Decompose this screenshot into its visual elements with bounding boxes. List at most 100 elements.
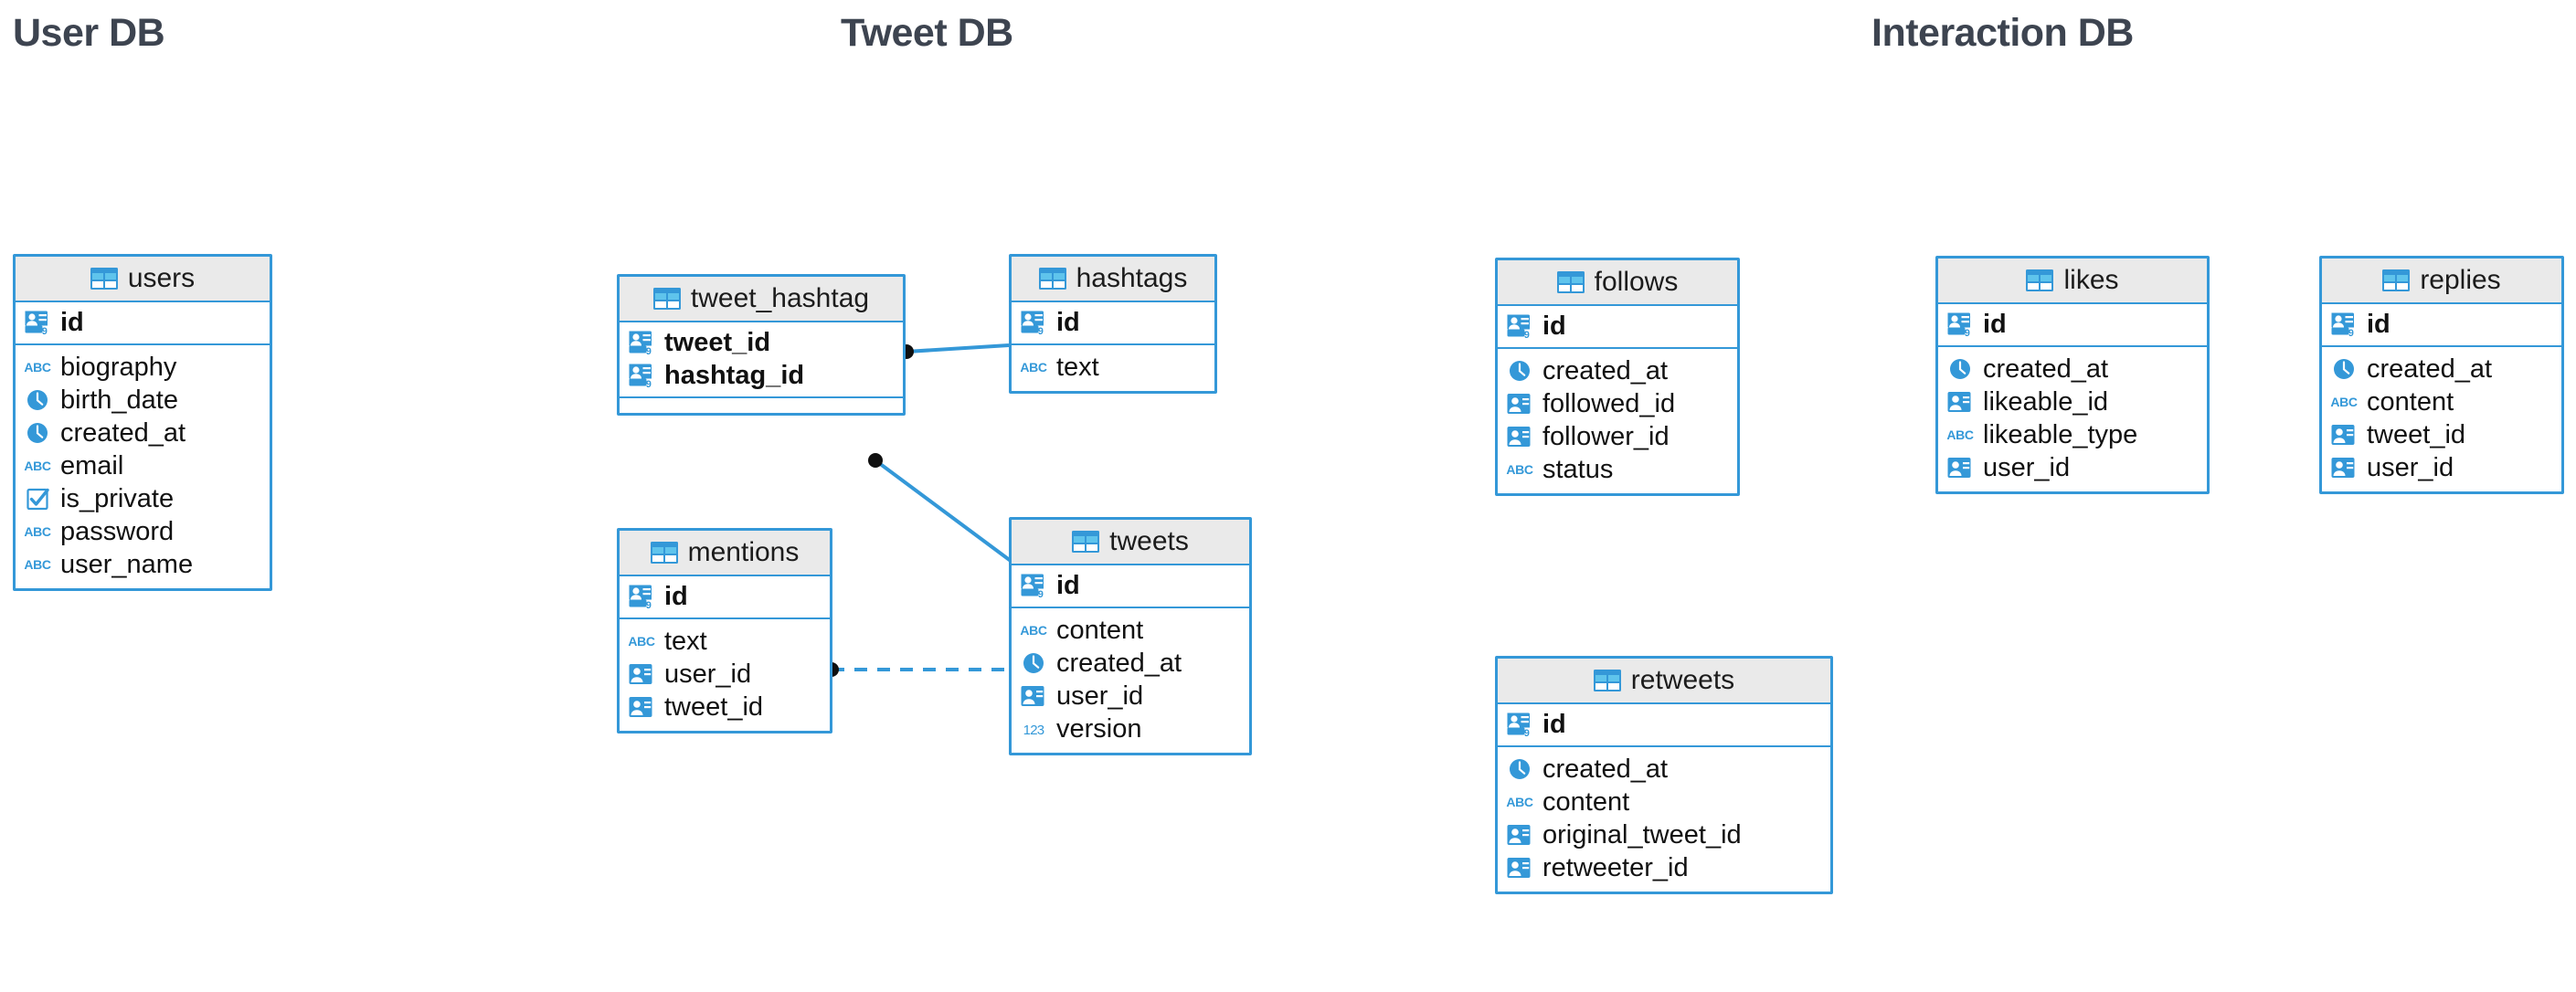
table-header[interactable]: mentions <box>620 531 830 576</box>
svg-text:ABC: ABC <box>24 557 50 572</box>
primary-key-card-icon: 9 <box>1020 572 1047 599</box>
table-header[interactable]: replies <box>2322 259 2561 304</box>
svg-text:9: 9 <box>1038 326 1044 336</box>
column-row: likeable_id <box>1938 385 2207 418</box>
column-row: original_tweet_id <box>1498 818 1830 851</box>
table-header[interactable]: tweets <box>1012 520 1249 565</box>
columns-section <box>620 398 903 413</box>
primary-key-row: 9 hashtag_id <box>620 359 903 392</box>
primary-key-section: 9 id <box>2322 304 2561 347</box>
table-header[interactable]: likes <box>1938 259 2207 304</box>
clock-icon <box>1020 649 1047 677</box>
primary-key-section: 9 id <box>1012 565 1249 608</box>
clock-icon <box>1946 355 1974 383</box>
table-header[interactable]: users <box>16 257 270 302</box>
column-row: ABC biography <box>16 351 270 384</box>
table-card[interactable]: likes 9 id created_at likeable_id ABC li… <box>1935 256 2210 494</box>
column-name: id <box>1056 570 1080 600</box>
primary-key-card-icon: 9 <box>2330 311 2358 338</box>
abc-text-icon: ABC <box>24 518 51 545</box>
table-card[interactable]: tweets 9 id ABC content created_at user_… <box>1009 517 1252 755</box>
table-card[interactable]: hashtags 9 id ABC text <box>1009 254 1217 394</box>
table-card[interactable]: tweet_hashtag 9 tweet_id 9 hashtag_id <box>617 274 906 416</box>
column-name: email <box>60 450 124 480</box>
table-card[interactable]: retweets 9 id created_at ABC content ori… <box>1495 656 1833 894</box>
table-grid-icon <box>1038 268 1066 290</box>
column-row: follower_id <box>1498 420 1737 453</box>
relationship-line <box>874 459 1012 563</box>
column-name: id <box>1542 311 1566 341</box>
column-name: content <box>2367 386 2454 417</box>
column-row: ABC user_name <box>16 548 270 581</box>
column-name: created_at <box>1056 648 1182 678</box>
column-name: content <box>1542 786 1630 817</box>
primary-key-section: 9 tweet_id 9 hashtag_id <box>620 322 903 398</box>
primary-key-card-icon: 9 <box>1020 309 1047 336</box>
relationship-endpoint-dot <box>868 453 883 468</box>
primary-key-section: 9 id <box>16 302 270 345</box>
table-card[interactable]: replies 9 id created_at ABC content twee… <box>2319 256 2564 494</box>
table-header[interactable]: retweets <box>1498 659 1830 704</box>
column-name: id <box>60 307 84 337</box>
column-name: user_id <box>1056 681 1144 711</box>
column-name: tweet_id <box>2367 419 2466 449</box>
column-name: user_id <box>1983 452 2071 482</box>
svg-text:ABC: ABC <box>2330 395 2357 409</box>
svg-text:9: 9 <box>1524 728 1530 738</box>
column-row: created_at <box>1498 753 1830 786</box>
relationship-line <box>906 343 1010 354</box>
table-name: hashtags <box>1076 263 1188 293</box>
svg-text:ABC: ABC <box>1506 795 1532 809</box>
abc-text-icon: ABC <box>24 551 51 578</box>
column-row: user_id <box>1012 680 1249 712</box>
svg-text:ABC: ABC <box>24 459 50 473</box>
column-name: id <box>1983 309 2007 339</box>
column-row: ABC text <box>620 625 830 658</box>
column-name: text <box>1056 352 1099 382</box>
columns-section: created_at ABC content original_tweet_id… <box>1498 747 1830 892</box>
foreign-key-card-icon <box>1506 390 1533 417</box>
primary-key-section: 9 id <box>1938 304 2207 347</box>
table-name: mentions <box>687 537 800 567</box>
column-row: ABC password <box>16 515 270 548</box>
table-header[interactable]: hashtags <box>1012 257 1214 302</box>
table-header[interactable]: tweet_hashtag <box>620 277 903 322</box>
foreign-key-card-icon <box>2330 454 2358 481</box>
table-grid-icon <box>2382 269 2411 291</box>
column-name: created_at <box>1983 354 2109 384</box>
column-row: created_at <box>1498 354 1737 387</box>
column-row: is_private <box>16 482 270 515</box>
table-card[interactable]: mentions 9 id ABC text user_id <box>617 528 832 733</box>
table-name: tweets <box>1109 526 1189 556</box>
column-name: likeable_id <box>1983 386 2109 417</box>
column-row: birth_date <box>16 384 270 417</box>
column-name: text <box>664 626 707 656</box>
foreign-key-card-icon <box>2330 421 2358 449</box>
foreign-key-card-icon <box>1946 388 1974 416</box>
foreign-key-card-icon <box>1020 682 1047 710</box>
primary-key-section: 9 id <box>1012 302 1214 345</box>
abc-text-icon: ABC <box>628 628 655 655</box>
table-name: replies <box>2420 265 2501 295</box>
table-card[interactable]: users 9 id ABC biography birth_date crea… <box>13 254 272 591</box>
foreign-key-card-icon <box>628 660 655 688</box>
table-card[interactable]: follows 9 id created_at followed_id <box>1495 258 1740 496</box>
table-name: tweet_hashtag <box>690 283 870 313</box>
column-row: created_at <box>1938 353 2207 385</box>
foreign-key-card-icon <box>1506 854 1533 881</box>
table-name: retweets <box>1630 665 1735 695</box>
svg-text:9: 9 <box>646 600 652 610</box>
column-row: retweeter_id <box>1498 851 1830 884</box>
columns-section: ABC text <box>1012 345 1214 391</box>
column-row: tweet_id <box>620 691 830 723</box>
primary-key-section: 9 id <box>1498 306 1737 349</box>
columns-section: created_at ABC content tweet_id user_id <box>2322 347 2561 491</box>
primary-key-row: 9 id <box>16 306 270 339</box>
table-header[interactable]: follows <box>1498 260 1737 306</box>
primary-key-row: 9 id <box>1012 306 1214 339</box>
foreign-key-card-icon <box>1946 454 1974 481</box>
column-row: user_id <box>1938 451 2207 484</box>
column-name: id <box>1542 709 1566 739</box>
column-name: birth_date <box>60 385 178 415</box>
